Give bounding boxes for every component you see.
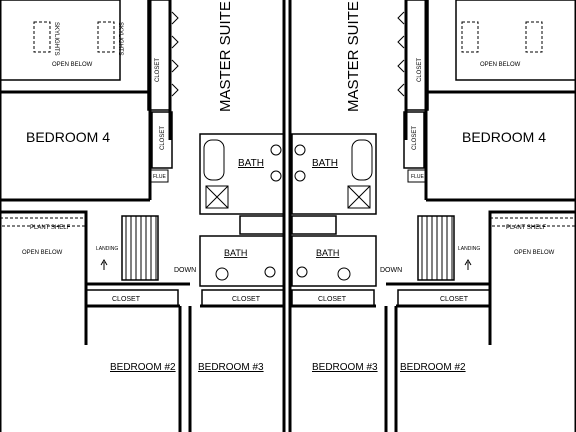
left-closet-upper-label: CLOSET: [155, 58, 161, 82]
right-master-window-zigzag: [397, 11, 405, 97]
left-closet-bed2: [85, 289, 179, 307]
left-skylight-a-label: SKYLIGHTS: [53, 22, 59, 56]
right-sink-b-icon: [294, 170, 306, 182]
right-bath-block: [291, 133, 377, 215]
left-shower-icon: [205, 185, 229, 209]
right-master-suite-label: MASTER SUITE: [345, 1, 362, 112]
left-tub-lower-icon: [239, 215, 285, 235]
left-sink-a-icon: [270, 144, 282, 156]
left-bedroom-4-label: BEDROOM 4: [26, 129, 110, 145]
left-skylight-b-label: SKYLIGHTS: [117, 22, 123, 56]
right-sink-a-icon: [294, 144, 306, 156]
left-closet-bed3-label: CLOSET: [232, 296, 261, 303]
left-toilet-icon: [264, 266, 276, 278]
right-landing-label: LANDING: [458, 246, 480, 252]
right-landing-arrow-icon: [464, 259, 472, 270]
right-closet-upper-label: CLOSET: [417, 58, 423, 82]
right-closet-bed3-label: CLOSET: [318, 296, 347, 303]
right-skylight-b-icon: [525, 21, 543, 53]
right-open-below-top-label: OPEN BELOW: [480, 62, 521, 68]
right-bath-lower: [291, 235, 377, 287]
right-shower-icon: [347, 185, 371, 209]
left-tub-icon: [203, 139, 225, 181]
left-landing-arrow-icon: [100, 259, 108, 270]
left-open-below-mid-label: OPEN BELOW: [22, 250, 63, 256]
right-closet-side-label: CLOSET: [412, 126, 418, 150]
right-open-below-mid-label: OPEN BELOW: [514, 250, 555, 256]
right-stair-treads: [421, 216, 453, 280]
left-closet-bed2-label: CLOSET: [112, 296, 141, 303]
left-bedroom-3-label: BEDROOM #3: [198, 362, 264, 373]
right-bedroom-4-label: BEDROOM 4: [462, 129, 546, 145]
left-stair-treads: [125, 216, 157, 280]
left-sink-b-icon: [270, 170, 282, 182]
left-plant-shelf-label: PLANT SHELF: [30, 225, 71, 231]
right-closet-upper: [405, 0, 429, 111]
left-landing-label: LANDING: [96, 246, 118, 252]
right-closet-bed2-label: CLOSET: [440, 296, 469, 303]
right-bath-lower-label: BATH: [316, 248, 339, 258]
right-stairs: [417, 215, 455, 281]
left-master-suite-label: MASTER SUITE: [217, 1, 234, 112]
right-bedroom-3-label: BEDROOM #3: [312, 362, 378, 373]
left-bath-block: [199, 133, 285, 215]
left-closet-upper: [147, 0, 171, 111]
left-master-window-zigzag: [171, 11, 179, 97]
right-unit: OPEN BELOW CLOSET CLOSET FLUE MASTER SUI…: [288, 0, 576, 432]
left-open-below-top-area: [0, 0, 121, 81]
left-open-below-top-label: OPEN BELOW: [52, 62, 93, 68]
right-toilet-icon: [296, 266, 308, 278]
right-skylight-a-icon: [461, 21, 479, 53]
right-flue: [407, 169, 427, 183]
right-flue-label: FLUE: [411, 174, 424, 180]
left-stairs: [121, 215, 159, 281]
right-plant-shelf: [489, 217, 576, 227]
right-down-label: DOWN: [380, 267, 402, 274]
right-lower-sink-icon: [337, 267, 351, 281]
right-bath-upper-label: BATH: [312, 158, 338, 169]
right-bedroom-2-label: BEDROOM #2: [400, 362, 466, 373]
left-bedroom-2-label: BEDROOM #2: [110, 362, 176, 373]
left-closet-side: [151, 111, 173, 169]
left-flue-label: FLUE: [153, 174, 166, 180]
left-bath-lower: [199, 235, 285, 287]
left-bath-lower-label: BATH: [224, 248, 247, 258]
left-plant-shelf: [0, 217, 87, 227]
right-closet-side: [403, 111, 425, 169]
left-bath-upper-label: BATH: [238, 158, 264, 169]
right-closet-bed2: [397, 289, 491, 307]
left-skylight-a-icon: [33, 21, 51, 53]
left-lower-sink-icon: [215, 267, 229, 281]
right-plant-shelf-label: PLANT SHELF: [506, 225, 547, 231]
left-unit: SKYLIGHTS SKYLIGHTS OPEN BELOW CLOSET CL…: [0, 0, 286, 432]
right-tub-icon: [351, 139, 373, 181]
right-closet-bed3: [291, 289, 375, 307]
right-tub-lower-icon: [291, 215, 337, 235]
left-closet-bed3: [201, 289, 285, 307]
left-down-label: DOWN: [174, 267, 196, 274]
right-open-below-top-area: [455, 0, 576, 81]
left-closet-side-label: CLOSET: [160, 126, 166, 150]
left-flue: [149, 169, 169, 183]
left-skylight-b-icon: [97, 21, 115, 53]
